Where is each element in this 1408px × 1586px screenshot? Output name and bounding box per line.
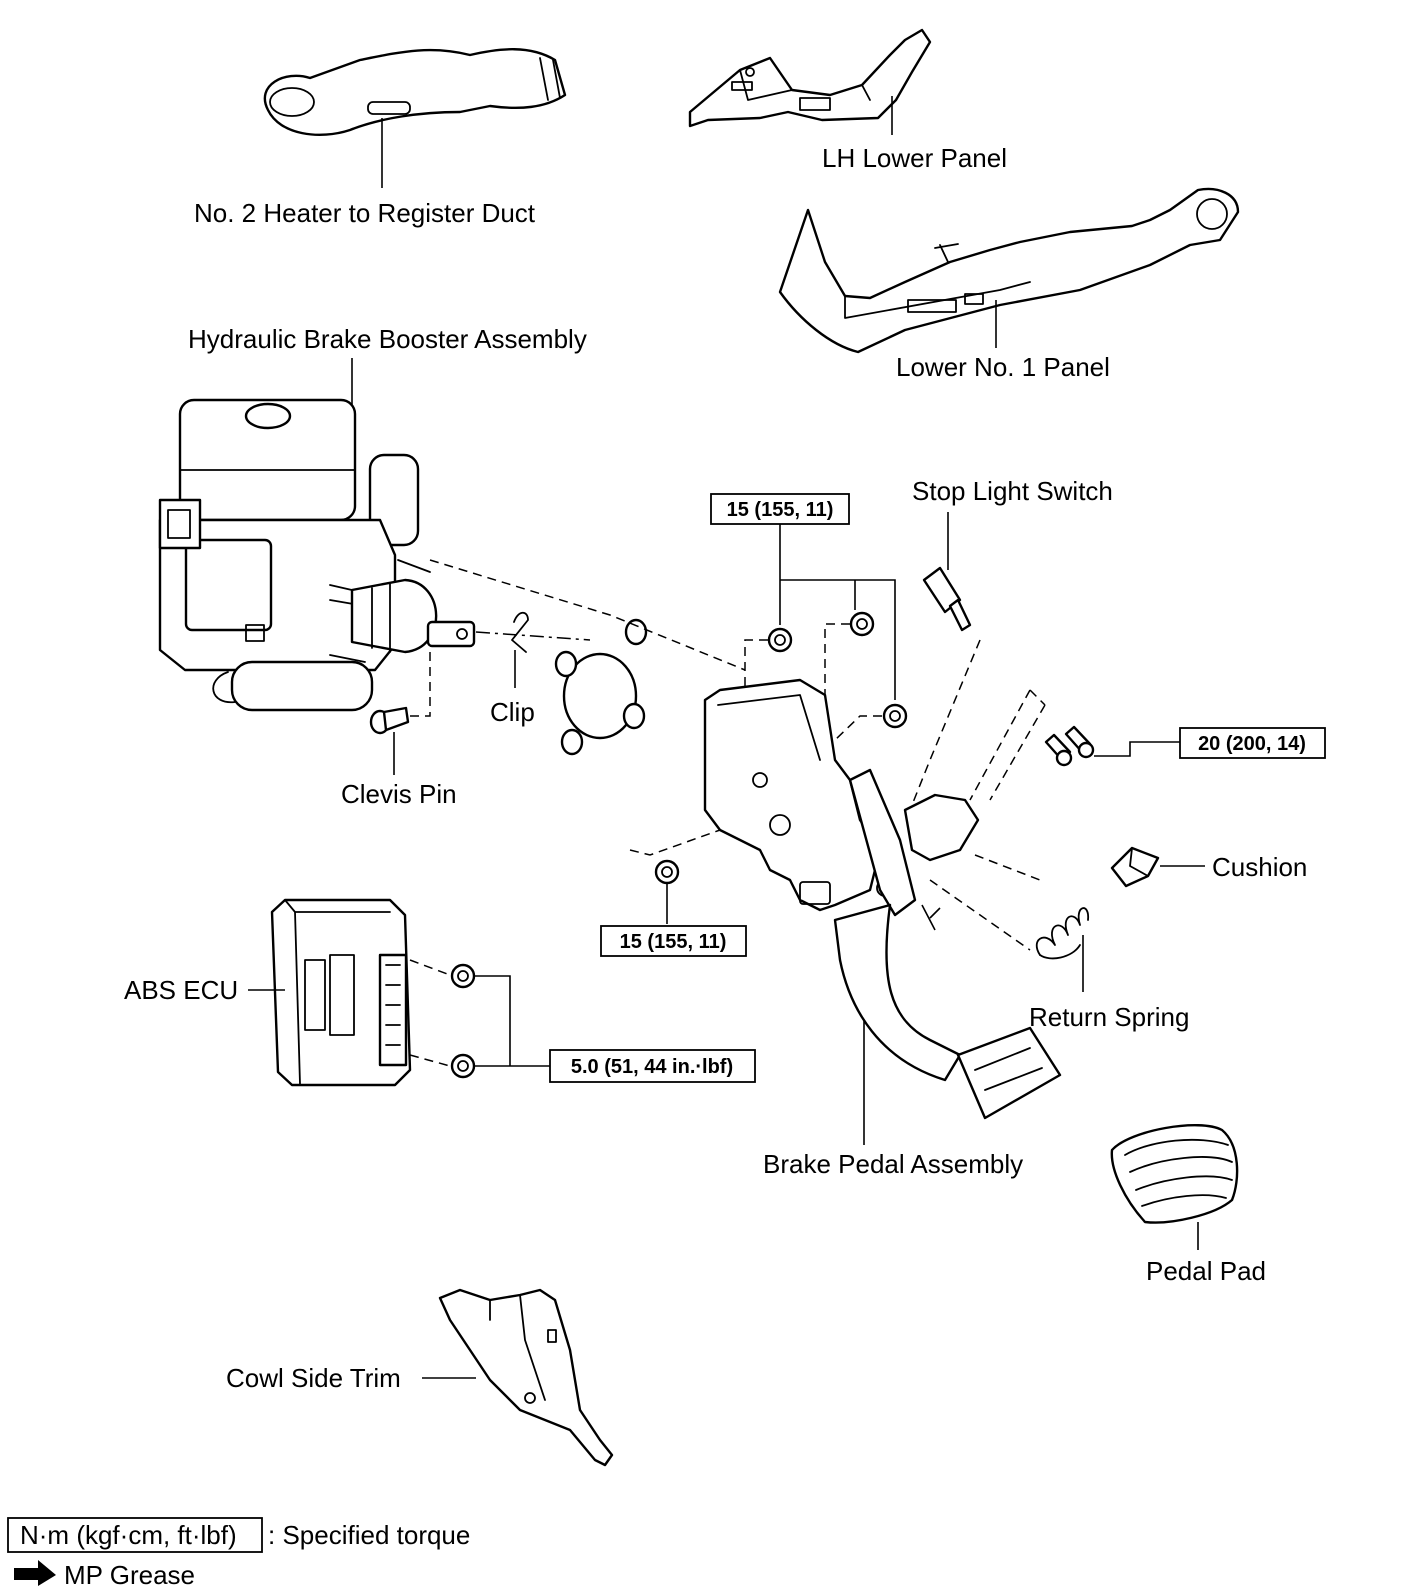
heater-duct-drawing [263, 48, 567, 137]
abs-ecu-drawing [270, 898, 412, 1087]
lh-lower-panel-drawing [688, 28, 932, 128]
label-brake-pedal: Brake Pedal Assembly [763, 1149, 1023, 1179]
label-lower-no1-panel: Lower No. 1 Panel [896, 352, 1110, 382]
svg-text:5.0 (51, 44 in.·lbf): 5.0 (51, 44 in.·lbf) [571, 1056, 733, 1078]
label-pedal-pad: Pedal Pad [1146, 1256, 1266, 1286]
clevis-pin-drawing [369, 706, 410, 735]
upper-nuts-drawing [767, 611, 908, 729]
grease-arrow-icon [14, 1560, 56, 1586]
lower-nut-drawing [654, 859, 680, 885]
label-clip: Clip [490, 697, 535, 727]
torque-box-ecu: 5.0 (51, 44 in.·lbf) [549, 1049, 756, 1083]
legend-grease: MP Grease [64, 1560, 195, 1586]
bolts-drawing [1044, 725, 1095, 767]
gasket-drawing [554, 618, 648, 756]
cowl-side-trim-drawing [438, 1288, 614, 1467]
label-cushion: Cushion [1212, 852, 1307, 882]
label-cowl-side-trim: Cowl Side Trim [226, 1363, 401, 1393]
return-spring-drawing [1035, 907, 1089, 960]
clip-drawing [511, 611, 529, 653]
svg-text:15 (155, 11): 15 (155, 11) [620, 931, 727, 953]
label-return-spring: Return Spring [1029, 1002, 1189, 1032]
legend: N·m (kgf·cm, ft·lbf) : Specified torque … [7, 1517, 470, 1586]
label-abs-ecu: ABS ECU [124, 975, 238, 1005]
label-lh-lower-panel: LH Lower Panel [822, 143, 1007, 173]
torque-box-upper: 15 (155, 11) [710, 493, 850, 525]
pedal-pad-drawing [1110, 1124, 1239, 1224]
torque-box-lower: 15 (155, 11) [600, 925, 747, 957]
label-stop-light-switch: Stop Light Switch [912, 476, 1113, 506]
label-heater-duct: No. 2 Heater to Register Duct [194, 198, 536, 228]
brake-pedal-drawing [703, 678, 1062, 1120]
stop-light-switch-drawing [922, 566, 972, 632]
svg-text:15 (155, 11): 15 (155, 11) [727, 499, 834, 521]
legend-torque-desc: : Specified torque [268, 1520, 470, 1550]
label-brake-booster: Hydraulic Brake Booster Assembly [188, 324, 587, 354]
brake-booster-drawing [158, 398, 476, 712]
torque-box-bolts: 20 (200, 14) [1179, 727, 1326, 759]
cushion-drawing [1110, 846, 1160, 888]
lower-no1-panel-drawing [778, 187, 1240, 354]
legend-torque-box: N·m (kgf·cm, ft·lbf) [20, 1520, 237, 1550]
svg-text:20 (200, 14): 20 (200, 14) [1198, 733, 1306, 755]
label-clevis-pin: Clevis Pin [341, 779, 457, 809]
ecu-nuts-drawing [450, 963, 476, 1079]
